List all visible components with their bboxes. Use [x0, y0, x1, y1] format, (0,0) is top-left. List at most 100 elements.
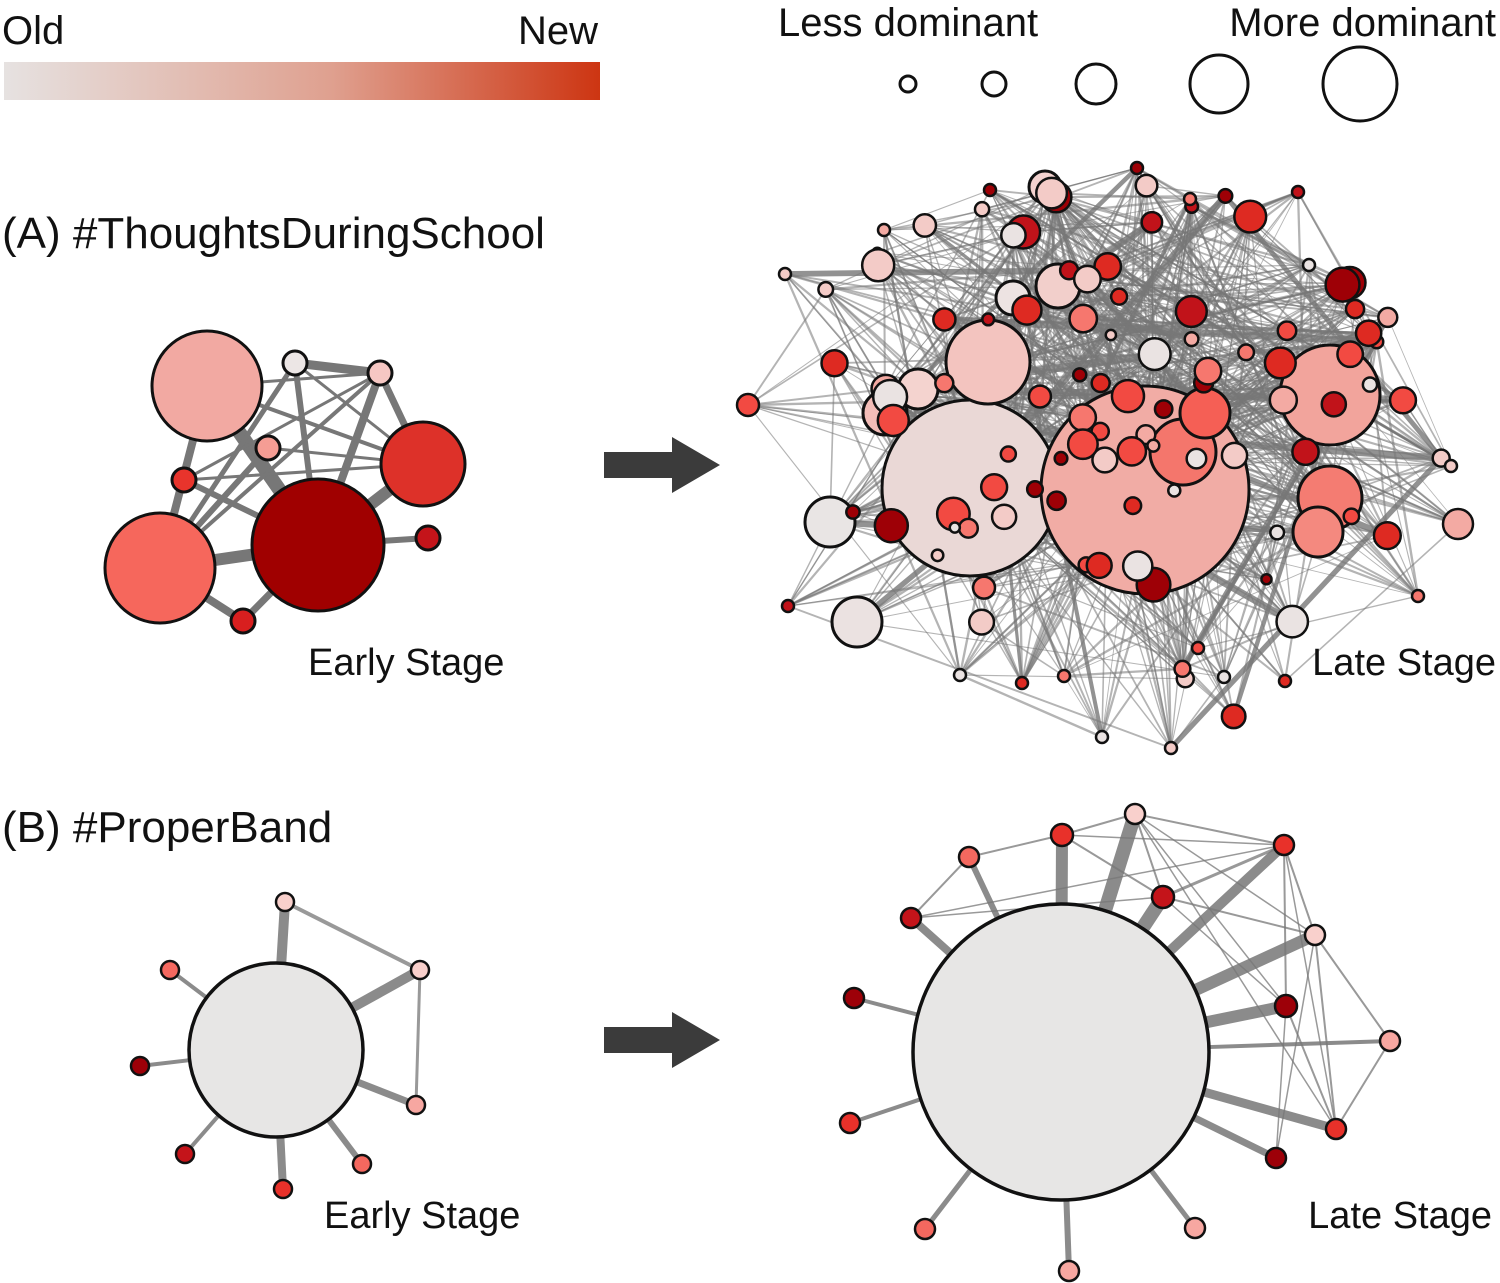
network-node	[129, 1055, 151, 1077]
network-edge	[1061, 834, 1285, 846]
network-node	[1190, 640, 1206, 656]
network-node	[934, 372, 955, 394]
network-node	[1011, 294, 1043, 326]
network-edge	[1314, 934, 1391, 1042]
network-node	[1263, 346, 1297, 380]
network-node	[1272, 833, 1296, 857]
network-edge	[1275, 1005, 1287, 1159]
network-node	[838, 1111, 862, 1135]
network-edge	[968, 834, 1063, 858]
panel-b-arrow	[604, 1012, 720, 1068]
panel-a-title: (A) #ThoughtsDuringSchool	[2, 209, 545, 258]
network-node	[1324, 1117, 1348, 1141]
network-edge	[940, 315, 1381, 346]
network-node	[1053, 450, 1069, 466]
network-node	[1324, 266, 1361, 303]
network-edge	[1136, 167, 1247, 353]
dominance-size-1	[898, 74, 918, 94]
network-node	[1049, 822, 1075, 848]
network-node	[1146, 438, 1161, 453]
network-node	[1091, 446, 1119, 474]
network-node	[1220, 441, 1249, 470]
network-node	[1193, 356, 1223, 386]
network-edge	[1062, 667, 1184, 678]
network-node	[1123, 802, 1147, 826]
network-edge	[848, 1095, 927, 1125]
network-edge	[910, 844, 1285, 919]
network-edge	[1099, 308, 1356, 384]
network-node	[1167, 483, 1182, 498]
network-edge	[1044, 186, 1209, 372]
network-node	[1150, 884, 1176, 910]
network-node	[174, 1143, 196, 1165]
network-edge	[1063, 675, 1103, 738]
network-node	[1260, 572, 1273, 586]
network-node	[1443, 458, 1459, 474]
network-edge	[283, 900, 422, 972]
panel-b-late-nodes	[838, 802, 1402, 1283]
network-node	[1173, 659, 1192, 679]
panel-b-early-nodes	[129, 891, 431, 1200]
network-node	[1361, 376, 1379, 393]
network-edge	[1285, 1005, 1337, 1130]
network-node	[1220, 703, 1247, 730]
network-node	[405, 1094, 427, 1116]
network-node	[1320, 390, 1348, 418]
network-node	[1303, 923, 1327, 947]
dominance-size-4	[1188, 53, 1250, 115]
network-node	[981, 312, 996, 327]
network-node	[967, 608, 996, 636]
network-node	[1441, 507, 1475, 541]
network-node	[1153, 399, 1174, 420]
network-edge	[1196, 1000, 1292, 1030]
network-edge	[1050, 192, 1191, 200]
network-node	[1291, 437, 1320, 467]
network-node	[1090, 372, 1111, 394]
network-edge	[747, 195, 1046, 406]
network-edge	[1063, 535, 1388, 677]
network-node	[1264, 1146, 1288, 1170]
network-node	[876, 403, 911, 438]
network-node	[932, 307, 957, 332]
network-node	[1378, 1029, 1402, 1053]
network-node	[1354, 319, 1383, 348]
network-edge	[1284, 523, 1459, 682]
network-node	[1377, 306, 1399, 329]
network-node	[1104, 328, 1118, 342]
network-edge	[747, 288, 827, 406]
network-node	[899, 906, 923, 930]
network-node	[1182, 191, 1198, 207]
network-node	[1093, 252, 1123, 281]
network-node	[1276, 320, 1298, 342]
age-gradient-bar	[4, 62, 600, 100]
network-node	[1134, 173, 1159, 198]
network-edge	[414, 968, 422, 1107]
network-edge	[1096, 807, 1142, 922]
network-node	[957, 517, 980, 539]
network-edge	[1283, 844, 1287, 1007]
network-edge	[1162, 896, 1287, 1007]
network-node	[1275, 604, 1310, 639]
network-node	[1027, 384, 1053, 409]
network-edge	[852, 996, 924, 1018]
network-edge	[1063, 1192, 1072, 1274]
network-node	[990, 503, 1018, 531]
network-node	[1109, 287, 1129, 306]
network-node	[187, 961, 365, 1139]
panel-a-early-node	[254, 434, 282, 462]
network-edge	[783, 272, 962, 677]
panel-a-early-node	[414, 524, 442, 552]
panel-a-early-node	[170, 466, 198, 494]
network-edge	[1283, 844, 1337, 1130]
network-edge	[883, 189, 991, 391]
network-node	[1000, 221, 1027, 249]
network-node	[1178, 386, 1232, 440]
network-edge	[1061, 813, 1136, 836]
network-edge	[1086, 278, 1389, 319]
age-legend: Old New	[2, 9, 600, 100]
network-node	[999, 445, 1018, 463]
network-node	[842, 986, 866, 1010]
network-node	[1342, 507, 1361, 526]
network-node	[876, 222, 892, 238]
